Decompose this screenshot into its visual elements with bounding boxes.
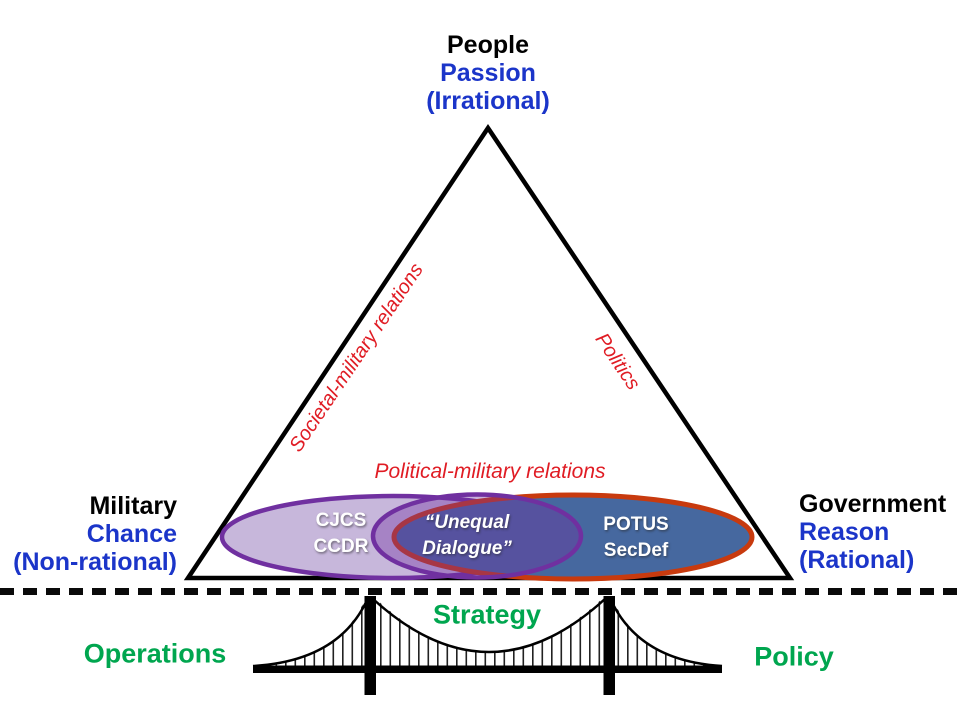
government-ellipse [391,492,755,582]
vertex-government-sub1: Reason [799,518,890,546]
vertex-military-title: Military [89,492,177,520]
military-ellipse-label: CJCS CCDR [314,508,369,560]
suspension-bridge-illustration [252,596,723,695]
overlap-ellipse-line1: “Unequal [424,512,510,533]
strategy-label: Strategy [432,599,542,630]
military-ellipse-line1: CJCS [315,510,367,531]
vertex-government: Government Reason (Rational) [799,490,960,574]
overlap-ellipse-label: “Unequal Dialogue” [422,510,512,562]
political-military-label: Political-military relations [374,460,606,483]
vertex-people: People Passion (Irrational) [338,31,638,115]
government-ellipse-line1: POTUS [603,514,669,535]
bridge-cable-main [371,597,607,654]
vertex-military-sub1: Chance [86,520,177,548]
vertex-military-sub2: (Non-rational) [13,548,177,576]
operations-label: Operations [83,638,227,669]
vertex-government-sub2: (Rational) [799,546,915,574]
bridge-tower-right [603,596,615,695]
bridge-deck [253,665,722,673]
military-ellipse-line2: CCDR [313,536,369,557]
bridge-tower-left [364,596,376,695]
bridge-cable-left [252,597,370,668]
vertex-military: Military Chance (Non-rational) [0,492,177,576]
overlap-ellipse [370,492,584,580]
government-ellipse-line2: SecDef [603,540,669,561]
policy-label: Policy [754,641,834,672]
vertex-people-sub2: (Irrational) [426,87,550,115]
vertex-government-title: Government [799,490,947,518]
government-ellipse-label: POTUS SecDef [603,512,668,564]
vertex-people-sub1: Passion [440,59,536,87]
overlap-ellipse-line2: Dialogue” [422,538,512,559]
vertex-people-title: People [447,31,529,59]
bridge-cable-right [608,597,723,668]
